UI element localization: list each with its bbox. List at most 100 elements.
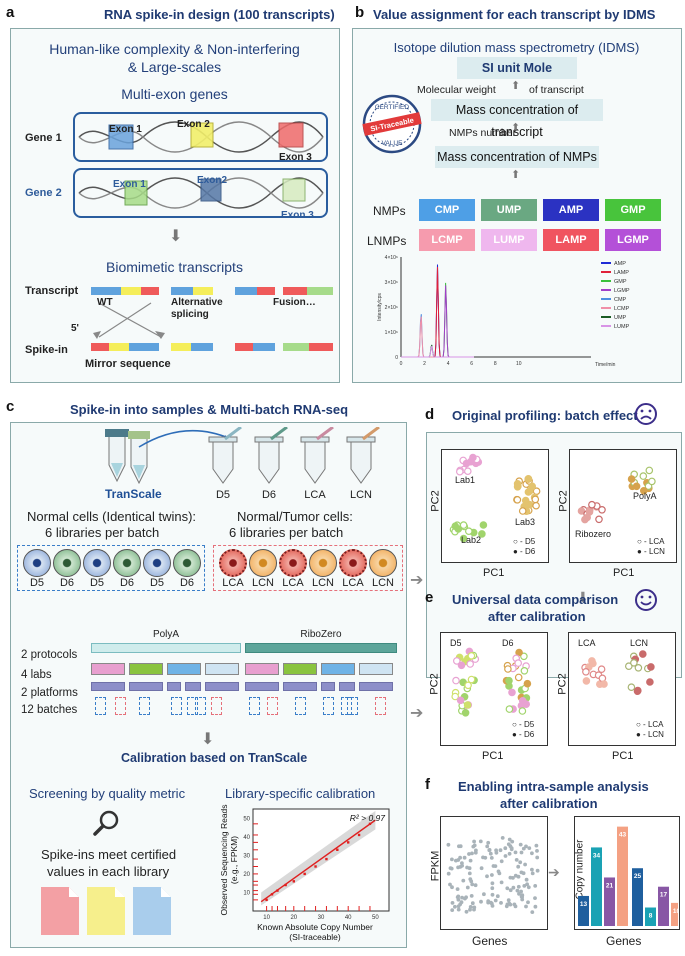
e-d6-point [514, 673, 523, 682]
d-polya-point [639, 472, 648, 480]
batch-block [115, 697, 126, 715]
f-fpkm-point [450, 857, 454, 862]
chrom-legend-label: UMP [614, 315, 627, 321]
e-lca-point [597, 665, 606, 674]
polya-bar [91, 643, 241, 653]
f-fpkm-point [514, 858, 519, 862]
library-cell-icon [143, 549, 171, 577]
d-lab3: Lab3 [515, 517, 536, 527]
f-fpkm-point [520, 893, 525, 897]
f-bar-label: 17 [660, 892, 668, 899]
gene2-exon1-label: Exon 1 [113, 179, 146, 190]
d-left-pc1: PC1 [483, 567, 505, 579]
cal-x-tick: 20 [290, 915, 297, 921]
f-fpkm-point [508, 875, 513, 880]
f-fpkm-point [490, 904, 495, 908]
cal-point [270, 893, 274, 896]
d-lab1-point [455, 467, 464, 476]
chrom-legend-label: AMP [614, 261, 626, 267]
e-left-pc1: PC1 [482, 750, 504, 762]
gene2-exon2 [200, 178, 222, 202]
e-lcn-point [634, 663, 643, 672]
chrom-legend-label: CMP [614, 297, 627, 303]
d-lab3-point [518, 507, 527, 515]
e-d5-point [452, 676, 460, 685]
tube-lca [300, 427, 334, 484]
lnmps-row-label: LNMPs [367, 234, 407, 248]
f-bar [632, 868, 643, 926]
e-d5-point [466, 660, 475, 668]
polya-label: PolyA [152, 629, 180, 640]
f-fpkm-point [535, 868, 540, 873]
chrom-legend-label: GMP [614, 279, 627, 285]
d-ribozero-point [598, 505, 606, 514]
ribozero-bar [245, 643, 397, 653]
sample-tubes [208, 427, 380, 484]
tube-label-d6: D6 [261, 489, 277, 501]
lab-block [359, 663, 393, 675]
normal-title-1: Normal cells (Identical twins): [27, 509, 197, 524]
batch-block [295, 697, 306, 715]
f-fpkm-point [489, 900, 493, 905]
lab-block [283, 663, 317, 675]
f-fpkm-point [500, 836, 505, 840]
f-fpkm-point [464, 909, 469, 914]
chip-lgmp: LGMP [605, 229, 661, 251]
f-fpkm-point [516, 884, 521, 889]
batch-block [139, 697, 150, 715]
e-d5-point [452, 657, 461, 665]
cal-r2: R² > 0.97 [350, 813, 385, 823]
f-fpkm-point [473, 883, 478, 888]
magnifier-refresh-icon [93, 810, 119, 836]
f-fpkm-point [499, 901, 503, 905]
chrom-x-tick: 2 [423, 361, 426, 367]
d-lab3-point [524, 474, 533, 483]
f-bar-chart: 133421432581710 [578, 826, 678, 926]
e-right-plot [568, 632, 676, 746]
cal-y-tick: 10 [243, 890, 250, 896]
lab-block [205, 663, 239, 675]
panel-a-subtitle2: & Large-scales [127, 59, 222, 75]
library-label: D6 [119, 577, 135, 589]
cal-point [347, 841, 350, 844]
library-label: LCN [371, 577, 394, 589]
cal-fit-line [260, 819, 376, 903]
chrom-y-label: Intensity/cps [377, 293, 383, 321]
d-polya-point [648, 477, 656, 486]
mw-right: of transcript [529, 84, 584, 96]
chrom-x-tick: 6 [470, 361, 473, 367]
d-right-pc1: PC1 [613, 567, 635, 579]
panel-f-title-2: after calibration [500, 796, 598, 811]
platform-block [283, 682, 317, 691]
panel-f-area: FPKM Genes ➔ Copy number 133421432581710… [426, 816, 682, 952]
e-d5-point [463, 701, 472, 709]
mw-left: Molecular weight [417, 84, 496, 96]
certified-seal-icon: CERTIFIED SI-Traceable VALUE [362, 94, 422, 154]
f-fpkm-point [506, 842, 511, 847]
library-cell-icon [249, 549, 277, 577]
gene2-exon2-label: Exon2 [197, 175, 228, 186]
f-fpkm-point [510, 839, 515, 844]
panel-e-letter: e [425, 589, 434, 606]
f-fpkm-point [472, 843, 477, 848]
d-left-pc2: PC2 [429, 490, 442, 512]
normal-libraries-group [17, 545, 205, 591]
f-fpkm-point [481, 855, 485, 860]
f-fpkm-point [472, 839, 476, 844]
e-lcn-point [646, 678, 654, 686]
e-d5-point [467, 675, 476, 684]
mass-transcript-box: Mass concentration of transcript [431, 99, 603, 139]
panel-d-title: Original profiling: batch effect [452, 408, 638, 423]
e-lcn-point [634, 686, 642, 695]
f-fpkm-point [485, 874, 489, 879]
si-unit-box: SI unit Mole [457, 57, 577, 79]
chrom-x-tick: 0 [400, 361, 403, 367]
batch-block [267, 697, 278, 715]
gene2-frame [73, 168, 328, 218]
batch-block [347, 697, 358, 715]
f-bar-label: 13 [580, 901, 588, 908]
d-lab2-point [464, 527, 473, 536]
e-d6-point [504, 665, 512, 673]
row-platforms: 2 platforms [21, 687, 78, 699]
e-legend-right-2: ● - LCN [636, 730, 664, 739]
